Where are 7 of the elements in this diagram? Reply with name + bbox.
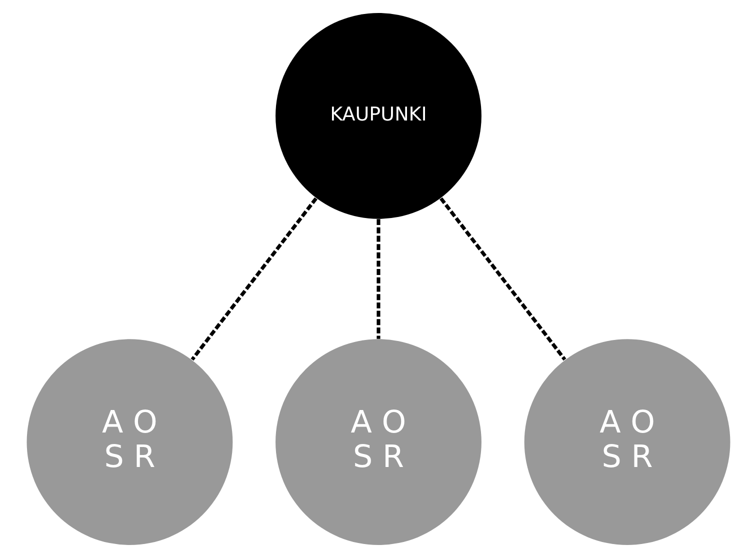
node-circle: A O S R: [275, 339, 481, 546]
node-circle: A O S R: [26, 339, 232, 546]
node-circle: A O S R: [524, 339, 730, 546]
connector: [190, 197, 317, 361]
connector: [439, 197, 566, 361]
connector: [376, 219, 380, 339]
node-circle: KAUPUNKI: [275, 12, 481, 219]
